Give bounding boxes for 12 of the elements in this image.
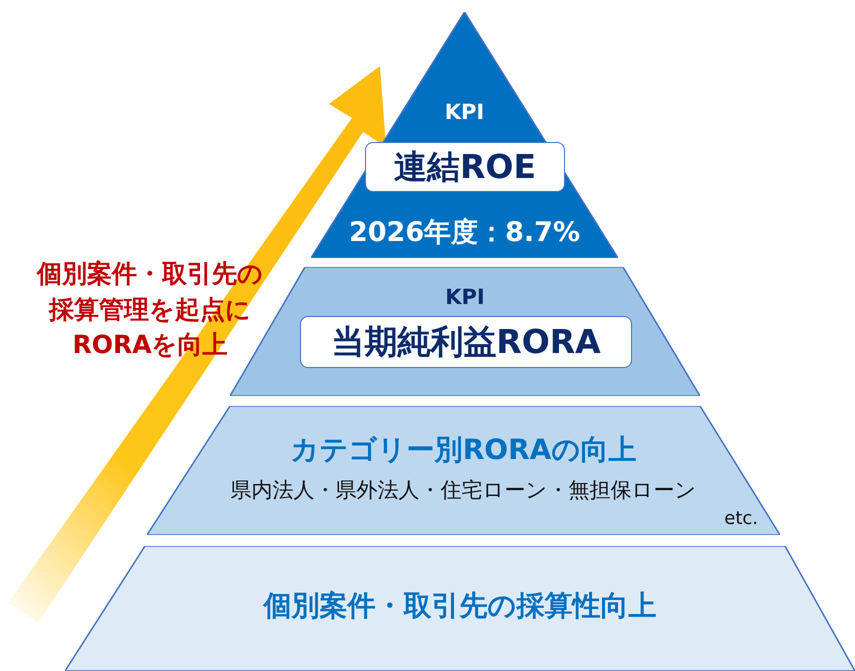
tier-heading: カテゴリー別RORAの向上: [290, 434, 636, 466]
kpi-label: KPI: [444, 100, 484, 124]
kpi-box: 連結ROE: [365, 142, 565, 192]
category-list: 県内法人・県外法人・住宅ローン・無担保ローン: [230, 478, 696, 502]
pyramid-tier: [65, 546, 855, 671]
target-value: 2026年度：8.7%: [348, 217, 580, 248]
etc-note: etc.: [724, 509, 758, 530]
pyramid-tier: [147, 406, 780, 535]
kpi-label: KPI: [445, 285, 485, 310]
kpi-box: 当期純利益RORA: [300, 316, 632, 368]
tier-heading: 個別案件・取引先の採算性向上: [264, 590, 656, 622]
pyramid-tier: [311, 12, 618, 258]
